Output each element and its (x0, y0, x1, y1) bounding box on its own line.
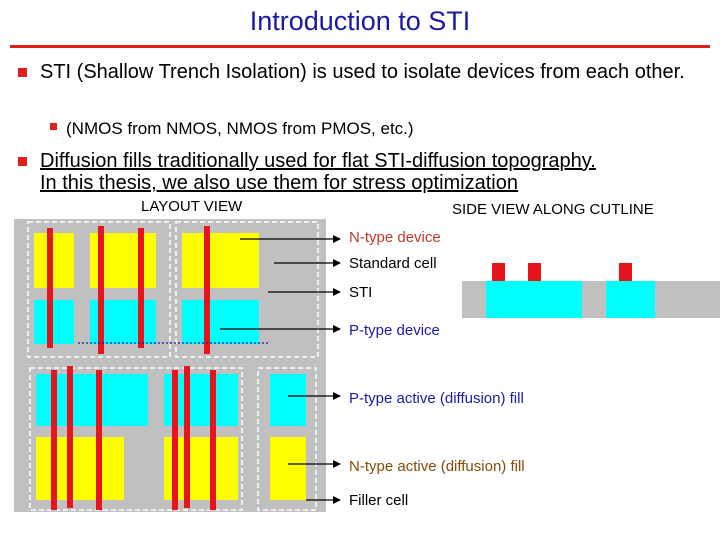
standard-cell-2 (175, 221, 319, 358)
n-active-fill (270, 437, 306, 500)
label-p-active-fill: P-type active (diffusion) fill (349, 390, 524, 407)
n-diffusion (36, 437, 124, 500)
side-view-gate (492, 263, 505, 281)
bullet-diffusion-fills-line1: Diffusion fills traditionally used for f… (40, 150, 596, 172)
gate (138, 228, 144, 348)
gate (51, 370, 57, 510)
gate (98, 226, 104, 354)
slide-title: Introduction to STI (249, 6, 471, 36)
label-n-type-device: N-type device (349, 229, 441, 246)
bullet-marker (18, 157, 27, 166)
filler-cell (257, 367, 317, 511)
side-view-caption: SIDE VIEW ALONG CUTLINE (452, 201, 654, 218)
p-diffusion (182, 300, 259, 344)
side-view-gate (528, 263, 541, 281)
gate (172, 370, 178, 510)
bullet-marker (18, 68, 27, 77)
gate (184, 366, 190, 508)
gate (210, 370, 216, 510)
standard-cell-1 (27, 221, 171, 358)
bullet-sub-nmos-pmos: (NMOS from NMOS, NMOS from PMOS, etc.) (66, 119, 414, 138)
bullet-marker (50, 123, 57, 130)
bullet-diffusion-fills: Diffusion fills traditionally used for f… (40, 150, 720, 194)
side-view-gate (619, 263, 632, 281)
label-p-type-device: P-type device (349, 322, 440, 339)
p-diffusion (34, 300, 74, 344)
label-sti: STI (349, 284, 373, 301)
title-divider (10, 45, 710, 48)
side-view-p-fill (606, 281, 655, 318)
label-n-active-fill: N-type active (diffusion) fill (349, 458, 525, 475)
p-active-fill (270, 374, 306, 426)
gate (96, 370, 102, 510)
bullet-diffusion-fills-line2: In this thesis, we also use them for str… (40, 172, 518, 194)
label-standard-cell: Standard cell (349, 255, 437, 272)
gate (47, 228, 53, 348)
side-view-p-diffusion (486, 281, 582, 318)
gate (204, 226, 210, 354)
label-filler-cell: Filler cell (349, 492, 409, 509)
bullet-sti-definition: STI (Shallow Trench Isolation) is used t… (40, 61, 685, 83)
n-diffusion (182, 233, 259, 288)
gate (67, 366, 73, 508)
layout-view-caption: LAYOUT VIEW (141, 198, 243, 215)
standard-cell-3 (29, 367, 243, 511)
n-diffusion (34, 233, 74, 288)
